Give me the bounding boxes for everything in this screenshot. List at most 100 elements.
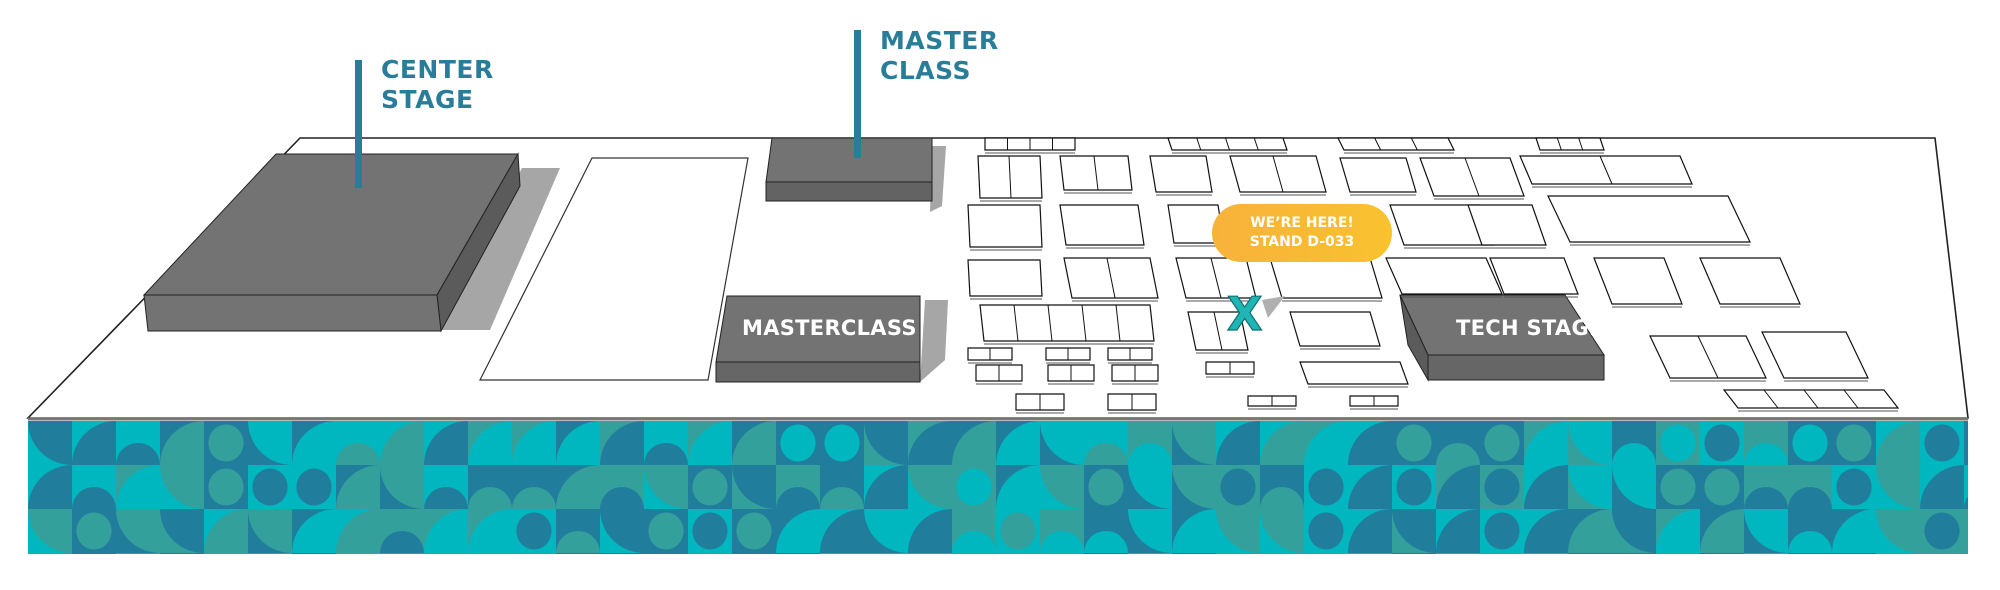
booth[interactable]: [1229, 155, 1327, 196]
booth[interactable]: [1349, 395, 1399, 410]
booth[interactable]: [1059, 204, 1145, 249]
pattern-quarter: [688, 421, 732, 465]
pattern-quarter: [1744, 509, 1788, 553]
booth[interactable]: [1111, 364, 1159, 385]
pattern-quarter: [1348, 509, 1392, 553]
masterclass-label[interactable]: MASTERCLASS: [742, 316, 917, 340]
pattern-circle: [1484, 512, 1520, 550]
booth[interactable]: [1489, 257, 1579, 298]
pattern-quarter: [1304, 421, 1348, 465]
booth[interactable]: [1535, 137, 1605, 154]
pattern-circle: [1704, 468, 1740, 506]
booth[interactable]: [1699, 257, 1801, 308]
pattern-circle: [1396, 468, 1432, 506]
pattern-quarter: [1700, 509, 1744, 553]
center-stage-callout[interactable]: CENTER STAGE: [381, 55, 494, 115]
pattern-circle: [1924, 512, 1960, 550]
center-stage-line1: CENTER: [381, 55, 494, 84]
master-class-callout[interactable]: MASTER CLASS: [880, 26, 999, 86]
booth[interactable]: [977, 155, 1043, 202]
pattern-tile: [1964, 421, 1968, 466]
pattern-quarter: [1216, 509, 1260, 553]
pattern-quarter: [1876, 421, 1920, 465]
pattern-quarter: [996, 421, 1040, 465]
pattern-quarter: [1348, 421, 1392, 465]
booth[interactable]: [967, 259, 1043, 300]
center-stage-pointer: [355, 60, 362, 188]
booth[interactable]: [1385, 257, 1503, 298]
booth[interactable]: [1722, 389, 1900, 412]
pattern-circle: [1836, 424, 1872, 462]
booth[interactable]: [1547, 195, 1751, 246]
pattern-quarter: [28, 509, 72, 553]
pattern-quarter: [1876, 509, 1920, 553]
booth[interactable]: [967, 347, 1013, 364]
booth[interactable]: [1593, 257, 1683, 308]
pattern-quarter: [380, 421, 424, 465]
pattern-quarter: [1040, 465, 1084, 509]
booth[interactable]: [1269, 257, 1383, 302]
booth[interactable]: [1247, 395, 1297, 410]
booth[interactable]: [1045, 347, 1091, 364]
booth[interactable]: [984, 137, 1076, 154]
pattern-circle: [648, 512, 684, 550]
booth[interactable]: [967, 204, 1043, 251]
pattern-quarter: [1920, 465, 1964, 509]
booth[interactable]: [1467, 204, 1547, 249]
pattern-quarter: [248, 421, 292, 465]
pattern-quarter: [952, 421, 996, 465]
booth[interactable]: [1167, 137, 1288, 154]
pattern-circle: [692, 512, 728, 550]
booth[interactable]: [1107, 347, 1153, 364]
booth[interactable]: [1299, 361, 1409, 388]
master-class-pointer: [854, 30, 861, 158]
pattern-half: [556, 531, 600, 553]
pattern-circle: [1308, 468, 1344, 506]
pattern-quarter: [820, 509, 864, 553]
booth[interactable]: [1149, 155, 1213, 196]
pattern-circle: [76, 512, 112, 550]
booth[interactable]: [1187, 311, 1249, 354]
pattern-quarter: [1128, 465, 1172, 509]
pattern-quarter: [908, 509, 952, 553]
pattern-quarter: [292, 509, 336, 553]
booth[interactable]: [1063, 257, 1159, 302]
pattern-quarter: [28, 465, 72, 509]
pattern-quarter: [1128, 509, 1172, 553]
booth[interactable]: [1519, 155, 1693, 188]
booth[interactable]: [1175, 257, 1257, 302]
pattern-half: [336, 443, 380, 465]
pattern-circle: [1396, 424, 1432, 462]
you-are-here-bubble[interactable]: WE’RE HERE! STAND D-033: [1212, 204, 1392, 262]
stand-marker[interactable]: X: [1226, 286, 1285, 342]
booth[interactable]: [979, 304, 1155, 345]
booth[interactable]: [975, 364, 1023, 385]
booth[interactable]: [1205, 361, 1255, 378]
booth-grid: [967, 137, 1900, 414]
pattern-half: [1788, 531, 1832, 553]
booth[interactable]: [1047, 364, 1095, 385]
pattern-quarter: [600, 421, 644, 465]
pattern-circle: [692, 468, 728, 506]
x-marker-icon: X: [1227, 287, 1262, 341]
pattern-half: [116, 443, 160, 465]
tech-stage-label[interactable]: TECH STAGE: [1456, 316, 1604, 340]
booth[interactable]: [1339, 157, 1417, 196]
booth[interactable]: [1015, 393, 1065, 414]
pattern-quarter: [1612, 509, 1656, 553]
pattern-circle: [1484, 468, 1520, 506]
pattern-half: [952, 531, 996, 553]
pattern-half: [820, 487, 864, 509]
booth[interactable]: [1649, 335, 1767, 382]
booth[interactable]: [1761, 331, 1869, 382]
booth[interactable]: [1107, 393, 1157, 414]
booth[interactable]: [1289, 311, 1381, 350]
booth[interactable]: [1419, 157, 1525, 200]
booth[interactable]: [1059, 155, 1133, 194]
pattern-half: [1128, 443, 1172, 465]
pattern-quarter: [1172, 465, 1216, 509]
pattern-half: [1040, 531, 1084, 553]
booth[interactable]: [1337, 137, 1455, 154]
stand-number: STAND D-033: [1249, 234, 1355, 250]
pattern-quarter: [116, 465, 160, 509]
